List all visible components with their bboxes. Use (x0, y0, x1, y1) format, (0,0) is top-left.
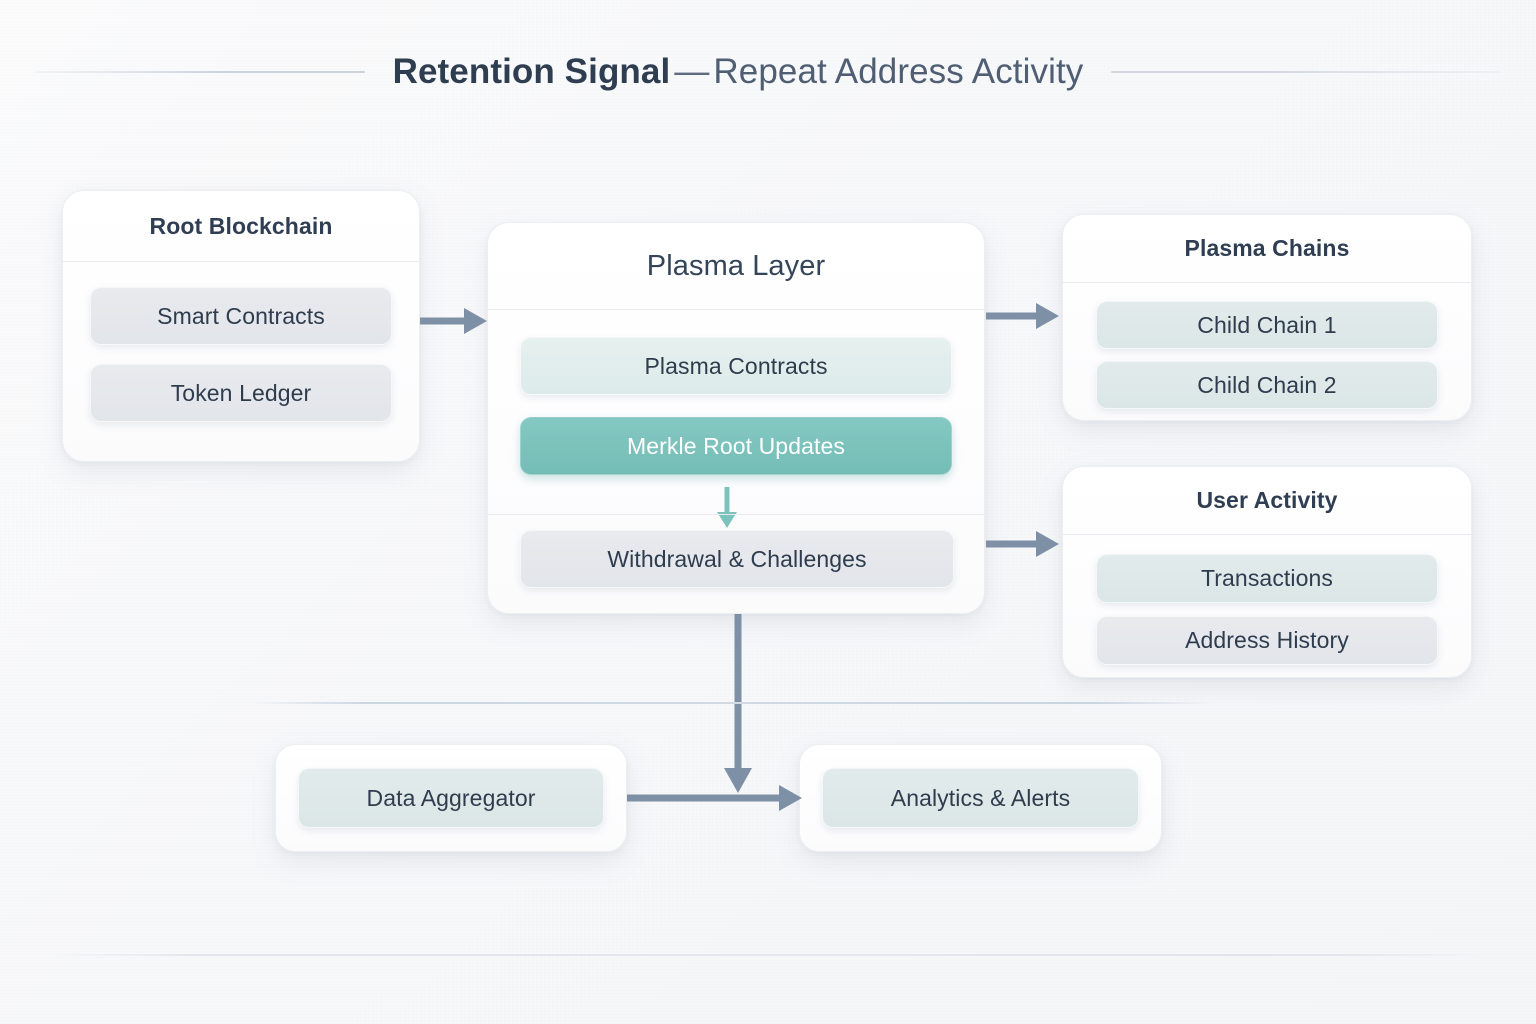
title-text: Retention Signal—Repeat Address Activity (393, 52, 1084, 92)
card-plasma-layer-divider-top (488, 309, 984, 310)
arrow-plasma-to-user-activity-icon (986, 531, 1059, 557)
card-analytics-alerts[interactable]: Analytics & Alerts (799, 744, 1162, 852)
section-separator-bottom (52, 954, 1484, 956)
card-plasma-layer-footer: Withdrawal & Challenges (520, 530, 954, 588)
section-separator-middle (250, 702, 1212, 704)
card-user-activity-divider (1063, 534, 1471, 535)
chip-child-chain-2[interactable]: Child Chain 2 (1096, 361, 1438, 409)
title-dash: — (674, 52, 710, 91)
card-root-blockchain-divider (63, 261, 419, 262)
card-user-activity-title: User Activity (1196, 487, 1338, 513)
card-plasma-chains-title: Plasma Chains (1184, 235, 1350, 261)
card-root-blockchain-title: Root Blockchain (149, 213, 333, 239)
card-user-activity[interactable]: User Activity Transactions Address Histo… (1062, 466, 1472, 678)
arrow-plasma-to-analytics-icon (724, 614, 752, 793)
chip-token-ledger[interactable]: Token Ledger (90, 364, 392, 422)
chip-withdrawal-challenges[interactable]: Withdrawal & Challenges (520, 530, 954, 588)
title-rule-left (34, 71, 365, 73)
card-plasma-layer-body: Plasma Contracts Merkle Root Updates (488, 310, 984, 475)
chip-transactions[interactable]: Transactions (1096, 554, 1438, 603)
card-data-aggregator-body: Data Aggregator (276, 745, 626, 828)
title-subtitle: Repeat Address Activity (713, 52, 1084, 91)
arrow-aggregator-to-analytics-icon (627, 785, 802, 811)
title-main: Retention Signal (392, 52, 671, 91)
card-root-blockchain[interactable]: Root Blockchain Smart Contracts Token Le… (62, 190, 420, 462)
card-user-activity-body: Transactions Address History (1063, 535, 1471, 665)
card-analytics-alerts-body: Analytics & Alerts (800, 745, 1161, 828)
chip-smart-contracts[interactable]: Smart Contracts (90, 287, 392, 345)
title-rule-right (1111, 71, 1502, 73)
card-plasma-chains-body: Child Chain 1 Child Chain 2 (1063, 283, 1471, 409)
card-plasma-layer-divider-bottom (488, 514, 984, 515)
arrow-root-to-plasma-icon (420, 308, 487, 334)
arrow-plasma-to-chains-icon (986, 303, 1059, 329)
chip-child-chain-1[interactable]: Child Chain 1 (1096, 301, 1438, 349)
card-plasma-layer[interactable]: Plasma Layer Plasma Contracts Merkle Roo… (487, 222, 985, 614)
chip-data-aggregator[interactable]: Data Aggregator (298, 768, 604, 828)
card-plasma-layer-title: Plasma Layer (646, 250, 826, 282)
card-root-blockchain-body: Smart Contracts Token Ledger (63, 262, 419, 422)
arrow-merkle-to-withdrawal-icon (717, 487, 737, 528)
chip-plasma-contracts[interactable]: Plasma Contracts (520, 337, 952, 395)
page-title: Retention Signal—Repeat Address Activity (0, 44, 1536, 100)
card-data-aggregator[interactable]: Data Aggregator (275, 744, 627, 852)
chip-analytics-alerts[interactable]: Analytics & Alerts (822, 768, 1139, 828)
chip-merkle-root-updates[interactable]: Merkle Root Updates (520, 417, 952, 475)
card-plasma-chains-divider (1063, 282, 1471, 283)
chip-address-history[interactable]: Address History (1096, 616, 1438, 665)
card-plasma-chains[interactable]: Plasma Chains Child Chain 1 Child Chain … (1062, 214, 1472, 421)
